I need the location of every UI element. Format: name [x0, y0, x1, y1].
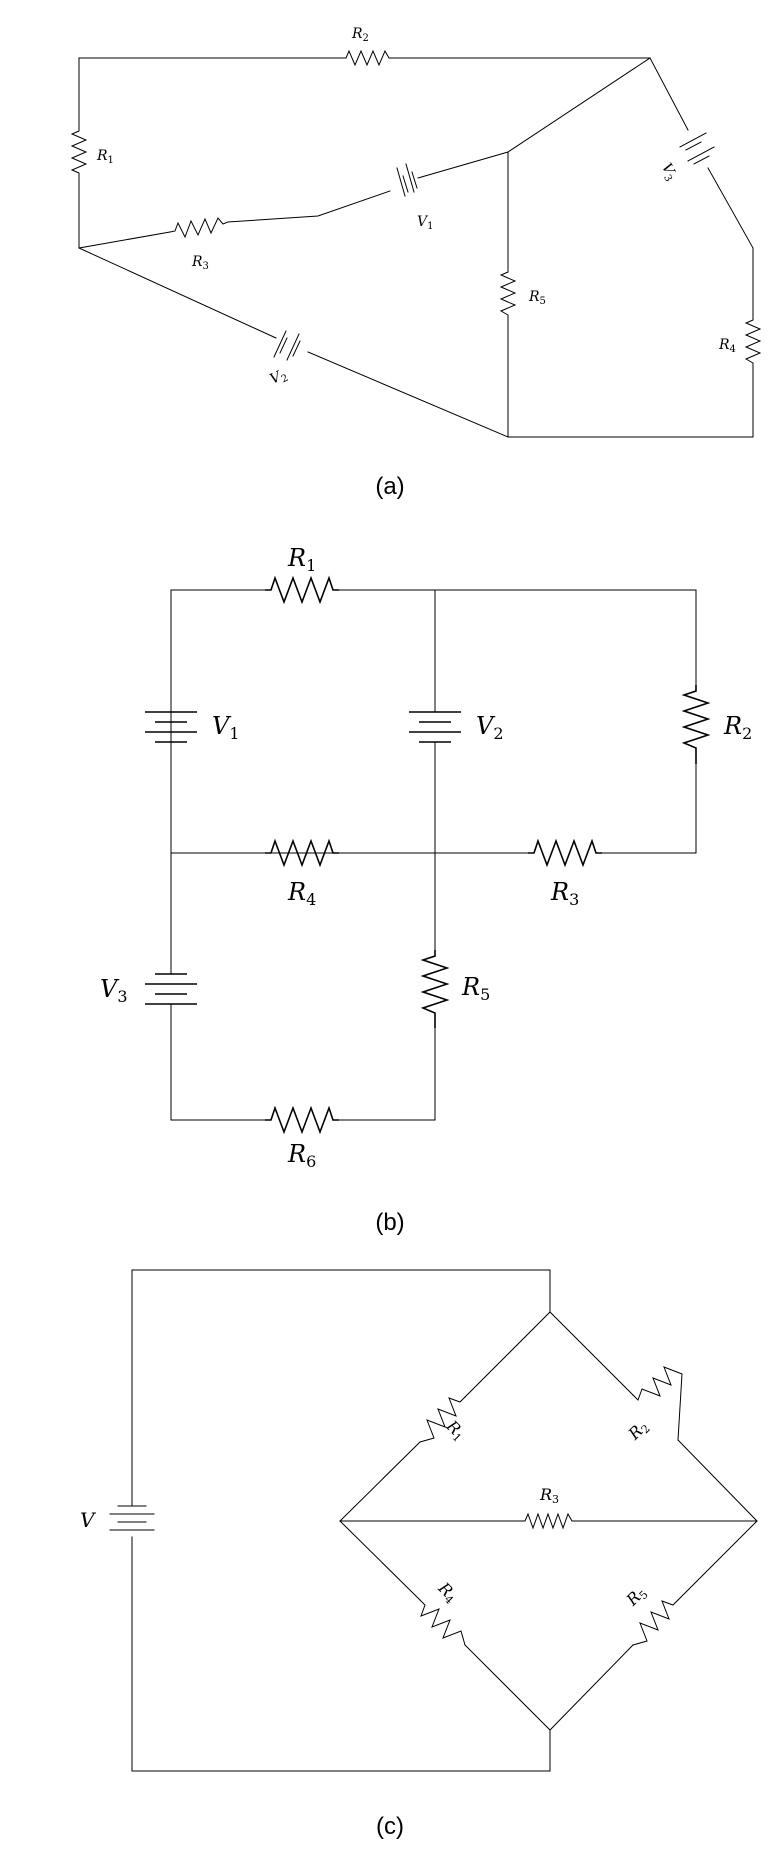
circuit-c-resistor-r1: [419, 1396, 466, 1443]
circuit-b-label-v1: V1: [212, 712, 240, 743]
circuit-b-resistor-r3: [528, 838, 602, 868]
circuit-a-label-v1: V1: [417, 214, 434, 232]
circuit-a-resistor-r3: [169, 217, 229, 239]
circuit-a-label-v3: V3: [656, 161, 680, 184]
circuit-c-resistor-r5: [632, 1599, 679, 1646]
circuit-c-label-r2: R2: [624, 1416, 653, 1445]
circuit-a: R2 R1 R3 V1 R5 R4 V2 V3 (a): [70, 26, 762, 500]
circuit-b-label-v3: V3: [100, 975, 128, 1006]
circuit-b-label-r5: R5: [461, 973, 490, 1004]
circuit-c-battery-v: [109, 1505, 155, 1531]
circuit-a-label-r1: R1: [96, 148, 114, 166]
circuit-a-resistor-r4: [744, 313, 762, 371]
caption-a: (a): [375, 473, 404, 500]
caption-c: (c): [376, 1813, 404, 1840]
circuit-b-battery-v2: [409, 711, 461, 743]
circuit-a-resistor-r1: [70, 123, 88, 181]
circuit-c-resistor-r2: [632, 1366, 683, 1441]
circuit-a-battery-v1: [396, 163, 418, 197]
circuit-c-wires: [131, 1269, 758, 1772]
circuit-b-resistor-r5: [420, 950, 450, 1028]
circuit-a-battery-v3: [679, 132, 715, 165]
circuit-a-battery-v2: [273, 330, 301, 361]
circuit-b-resistor-r6: [265, 1105, 339, 1135]
circuit-b-battery-v3: [145, 973, 197, 1005]
circuit-b-resistor-r2: [681, 685, 711, 764]
circuit-b-battery-v1: [145, 711, 197, 743]
circuit-b: R1 V1 V2 R2 R4 R3 V3 R5 R6 (b): [100, 544, 752, 1236]
circuit-b-label-r2: R2: [723, 712, 752, 743]
circuit-a-label-r5: R5: [528, 289, 546, 307]
circuit-a-label-r2: R2: [351, 26, 369, 44]
circuit-b-resistor-r4: [265, 838, 339, 868]
circuit-a-label-v2: V2: [268, 366, 290, 389]
circuit-a-resistor-r5: [499, 265, 517, 325]
circuit-b-label-r3: R3: [550, 878, 579, 909]
circuit-c-label-r4: R4: [433, 1578, 462, 1607]
circuit-b-label-v2: V2: [476, 712, 504, 743]
circuit-c-resistor-r3: [519, 1512, 579, 1530]
circuit-b-label-r6: R6: [287, 1140, 316, 1171]
circuit-b-resistor-r1: [265, 575, 339, 605]
circuit-a-label-r4: R4: [718, 337, 736, 355]
circuit-c-resistor-r4: [419, 1599, 466, 1646]
circuit-c-label-r5: R5: [622, 1582, 651, 1611]
caption-b: (b): [375, 1209, 404, 1236]
circuit-c-label-r3: R3: [539, 1485, 559, 1506]
circuit-b-wires: [170, 589, 697, 1121]
circuit-c-label-v: V: [80, 1508, 97, 1532]
circuit-c: V R1 R2 R3 R4 R5 (c): [80, 1269, 758, 1840]
circuit-b-label-r4: R4: [287, 878, 316, 909]
circuit-a-wires: [78, 57, 754, 438]
circuit-a-label-r3: R3: [191, 254, 209, 272]
circuit-c-label-r1: R1: [441, 1416, 470, 1445]
circuit-b-label-r1: R1: [287, 544, 316, 575]
circuit-a-resistor-r2: [339, 49, 397, 67]
